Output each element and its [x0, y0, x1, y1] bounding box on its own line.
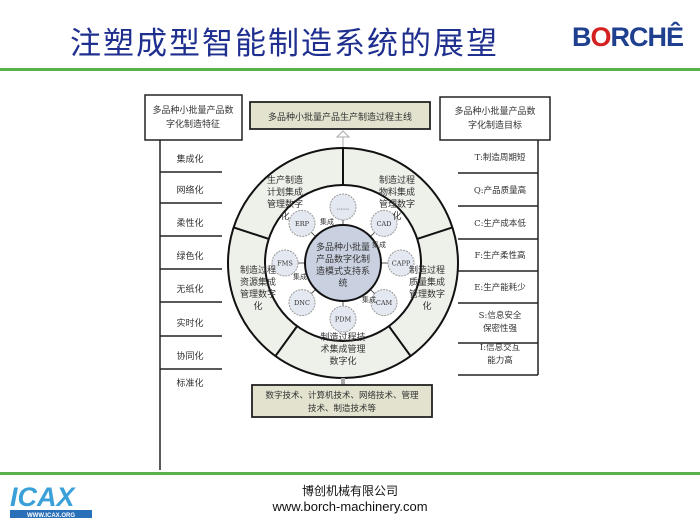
sector-label: 管理数字	[379, 198, 415, 210]
goal-item: C:生产成本低	[474, 218, 526, 229]
system-node	[370, 289, 398, 317]
left-header-box	[144, 94, 243, 141]
feature-item: 柔性化	[176, 217, 203, 229]
center-label: 产品数字化制	[316, 253, 370, 265]
system-node-label: DNC	[294, 299, 310, 307]
company-name: 博创机械有限公司	[301, 484, 398, 498]
sector-label: 数字化	[329, 355, 356, 367]
system-node	[288, 209, 316, 237]
system-node-label: PDM	[335, 316, 352, 324]
sector-divider	[416, 226, 453, 240]
goal-item: T:制造周期短	[475, 152, 526, 163]
sector-label: 制造过程	[409, 264, 445, 276]
slide-title: 注塑成型智能制造系统的展望	[70, 26, 499, 62]
sector-label: 制造过程	[240, 264, 276, 276]
system-node-label: CAD	[377, 220, 392, 228]
sector-label: 管理数字	[409, 288, 445, 300]
center-label: 多品种小批量	[316, 241, 370, 253]
sector-label: 质量集成	[409, 276, 445, 288]
svg-text:ICAX: ICAX	[10, 482, 76, 512]
icax-logo: ICAX WWW.ICAX.ORG	[10, 482, 92, 519]
right-header-line: 多品种小批量产品数	[454, 105, 535, 117]
feature-item: 绿色化	[176, 250, 203, 262]
system-node	[288, 289, 316, 317]
sector-label: 管理数字	[267, 198, 303, 210]
feature-item: 网络化	[176, 184, 203, 196]
goal-item: Q:产品质量高	[474, 185, 526, 196]
header-divider	[0, 68, 700, 71]
feature-item: 协同化	[176, 350, 203, 362]
feature-item: 集成化	[176, 153, 203, 165]
left-header-line: 多品种小批量产品数	[152, 104, 233, 116]
system-node-label: FMS	[277, 260, 293, 268]
system-node-label: ERP	[295, 220, 310, 228]
system-node	[387, 249, 415, 277]
system-node	[329, 305, 357, 333]
borche-logo: BORCHÊ	[572, 22, 684, 52]
sector-divider	[233, 226, 270, 240]
sector-label: 化	[280, 210, 289, 222]
up-arrow-icon	[335, 130, 351, 148]
goal-item: 保密性强	[483, 323, 518, 334]
right-header-line: 字化制造目标	[468, 119, 522, 131]
goal-item: I:信息交互	[480, 342, 521, 353]
center-label: 造模式支持系	[316, 265, 370, 277]
goal-item: E:生产能耗少	[474, 282, 526, 293]
bottom-box-label: 技术、制造技术等	[308, 403, 377, 414]
icax-url: WWW.ICAX.ORG	[27, 513, 75, 519]
center-circle	[304, 224, 382, 302]
link-label: 集成	[372, 240, 386, 249]
system-node-label: ......	[337, 204, 349, 212]
feature-item: 实时化	[176, 317, 203, 329]
sector-label: 术集成管理	[320, 343, 365, 355]
link-label: 集成	[320, 217, 334, 226]
goal-item: 能力高	[487, 355, 513, 366]
link-label: 集成	[362, 295, 376, 304]
sector-label: 化	[253, 300, 262, 312]
sector-label: 化	[422, 300, 431, 312]
goal-item: S:信息安全	[479, 310, 522, 321]
sector-label: 管理数字	[240, 288, 276, 300]
goal-item: F:生产柔性高	[475, 250, 526, 261]
sector-label: 生产制造	[267, 174, 303, 186]
sector-divider	[274, 325, 298, 357]
bottom-box	[251, 384, 433, 418]
top-box-label: 多品种小批量产品生产制造过程主线	[268, 111, 412, 123]
sector-label: 制造过程技	[320, 331, 365, 343]
system-node	[271, 249, 299, 277]
feature-item: 无纸化	[176, 283, 203, 295]
footer-divider	[0, 472, 700, 475]
sector-label: 化	[392, 210, 401, 222]
sector-label: 物料集成	[379, 186, 415, 198]
right-header-box	[439, 96, 551, 141]
sector-divider	[388, 325, 412, 357]
system-node	[370, 209, 398, 237]
left-header-line: 字化制造特征	[166, 118, 220, 130]
link-label: 集成	[293, 272, 307, 281]
bottom-box-label: 数字技术、计算机技术、网络技术、管理	[265, 390, 419, 401]
sector-label: 计划集成	[267, 186, 303, 198]
system-node-label: CAPP	[392, 260, 411, 268]
top-box	[249, 101, 431, 130]
feature-item: 标准化	[176, 377, 203, 389]
company-website[interactable]: www.borch-machinery.com	[272, 499, 428, 514]
system-node	[329, 193, 357, 221]
center-label: 统	[338, 277, 347, 289]
sector-label: 资源集成	[240, 276, 276, 288]
sector-label: 制造过程	[379, 174, 415, 186]
system-node-label: CAM	[376, 299, 393, 307]
